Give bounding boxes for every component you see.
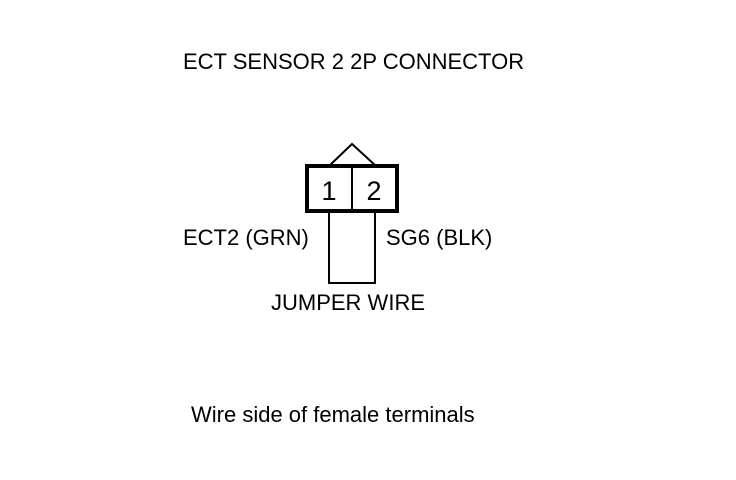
diagram-caption: Wire side of female terminals [191, 402, 475, 427]
pin-2-number: 2 [366, 176, 381, 206]
jumper-wire [328, 211, 376, 284]
connector-latch-shape [328, 142, 377, 167]
jumper-wire-label: JUMPER WIRE [271, 290, 425, 315]
pin-2-wire-label: SG6 (BLK) [386, 225, 493, 250]
pin-1-wire-label: ECT2 (GRN) [183, 225, 309, 250]
diagram-title: ECT SENSOR 2 2P CONNECTOR [183, 49, 525, 74]
pin-1-number: 1 [321, 176, 336, 206]
